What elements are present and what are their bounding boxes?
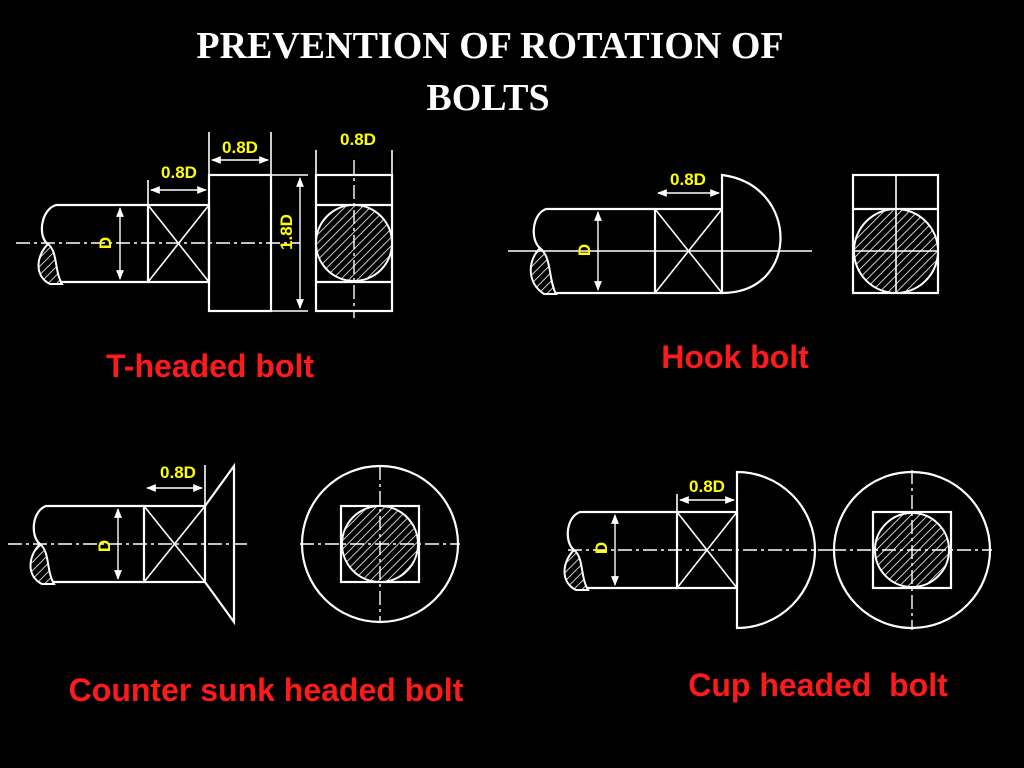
hook-bolt-figure: D 0.8D: [508, 170, 940, 295]
cup-bolt-cup-head: [735, 470, 817, 630]
cs-bolt-dim-D: D: [95, 540, 114, 552]
t-bolt-dim-head-height: 1.8D: [277, 214, 296, 250]
t-bolt-dim-head-thickness: 0.8D: [222, 138, 258, 157]
hook-bolt-dim-neck: 0.8D: [670, 170, 706, 189]
cup-bolt-dim-D: D: [592, 542, 611, 554]
t-bolt-dim-end-view: 0.8D: [340, 130, 376, 149]
caption-hook-bolt: Hook bolt: [661, 339, 809, 375]
caption-counter-sunk-bolt: Counter sunk headed bolt: [69, 672, 464, 708]
cup-bolt-shank-top: [566, 510, 677, 551]
hook-bolt-hook: [720, 173, 782, 295]
slide-title-line-1: PREVENTION OF ROTATION OF: [196, 25, 783, 67]
t-bolt-dim-D: D: [96, 237, 115, 249]
cup-headed-bolt-figure: D 0.8D: [563, 470, 992, 630]
slide-title-line-2: BOLTS: [426, 77, 549, 119]
caption-t-headed-bolt: T-headed bolt: [106, 348, 314, 384]
hook-bolt-shank-top: [532, 207, 655, 249]
cs-bolt-shank-top: [32, 504, 144, 545]
cs-bolt-break-hatch: [29, 542, 56, 585]
hook-bolt-dim-D: D: [575, 244, 594, 256]
caption-cup-headed-bolt: Cup headed bolt: [688, 667, 948, 703]
cup-bolt-dim-neck: 0.8D: [689, 477, 725, 496]
counter-sunk-bolt-figure: D 0.8D: [8, 462, 460, 626]
t-headed-bolt-figure: D 0.8D 0.8D 1.8D 0.8D: [16, 130, 394, 318]
t-bolt-break-hatch: [37, 242, 64, 285]
hook-bolt-break-hatch: [529, 246, 558, 295]
cup-bolt-break-hatch: [563, 548, 590, 591]
t-bolt-shank-top: [40, 203, 148, 245]
cs-bolt-dim-neck: 0.8D: [160, 463, 196, 482]
t-bolt-dim-neck: 0.8D: [161, 163, 197, 182]
